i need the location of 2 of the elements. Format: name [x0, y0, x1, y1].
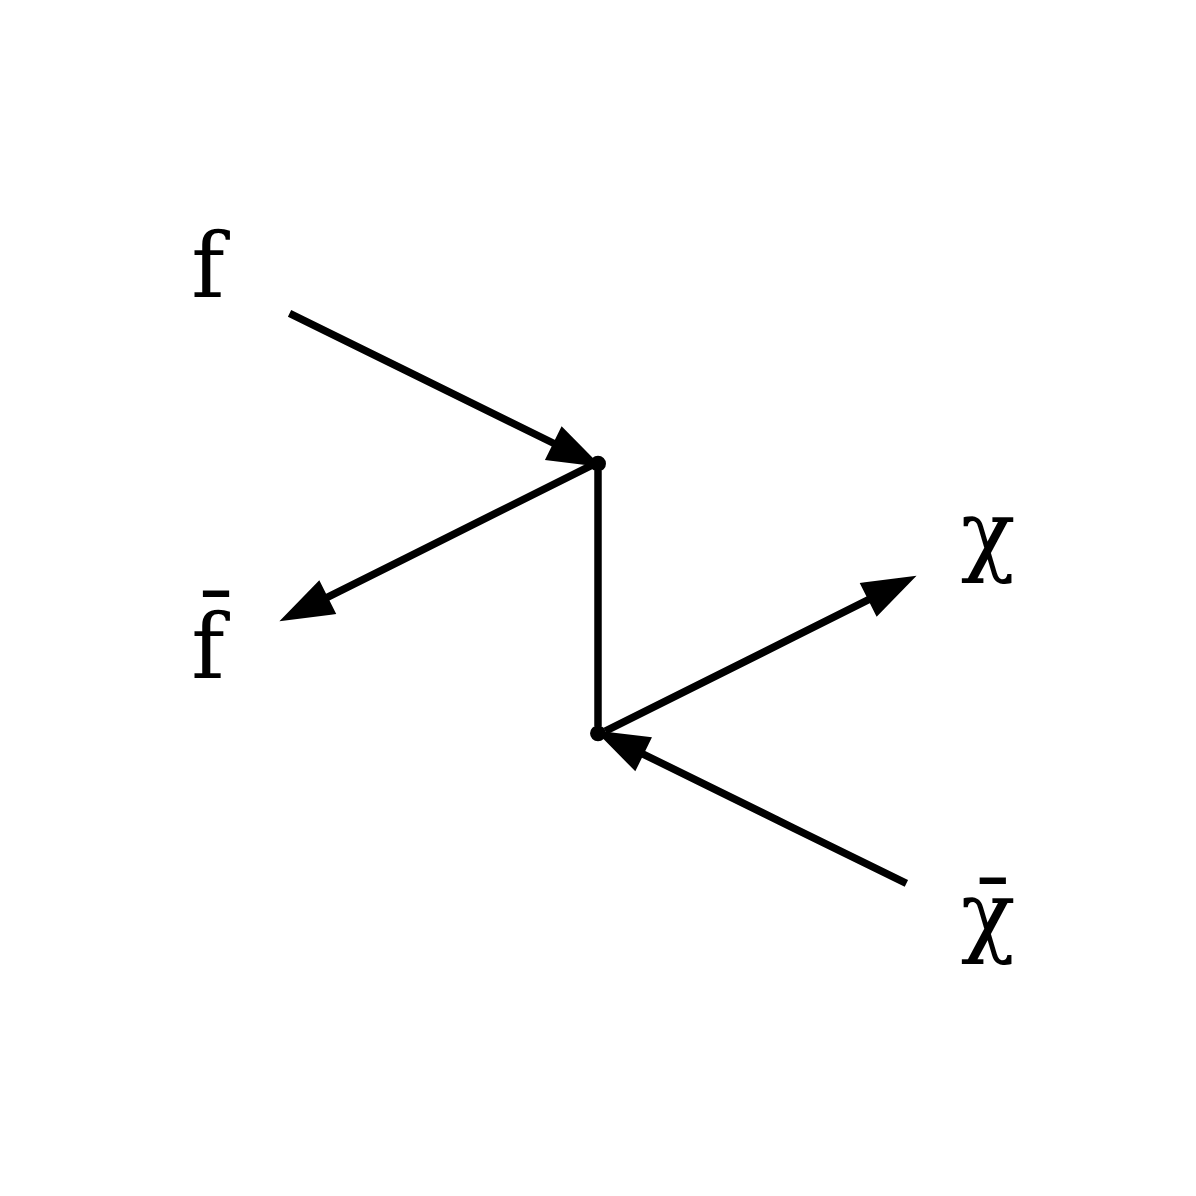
node-text: χ	[960, 480, 1016, 585]
node-text: χ̄	[960, 861, 1016, 966]
